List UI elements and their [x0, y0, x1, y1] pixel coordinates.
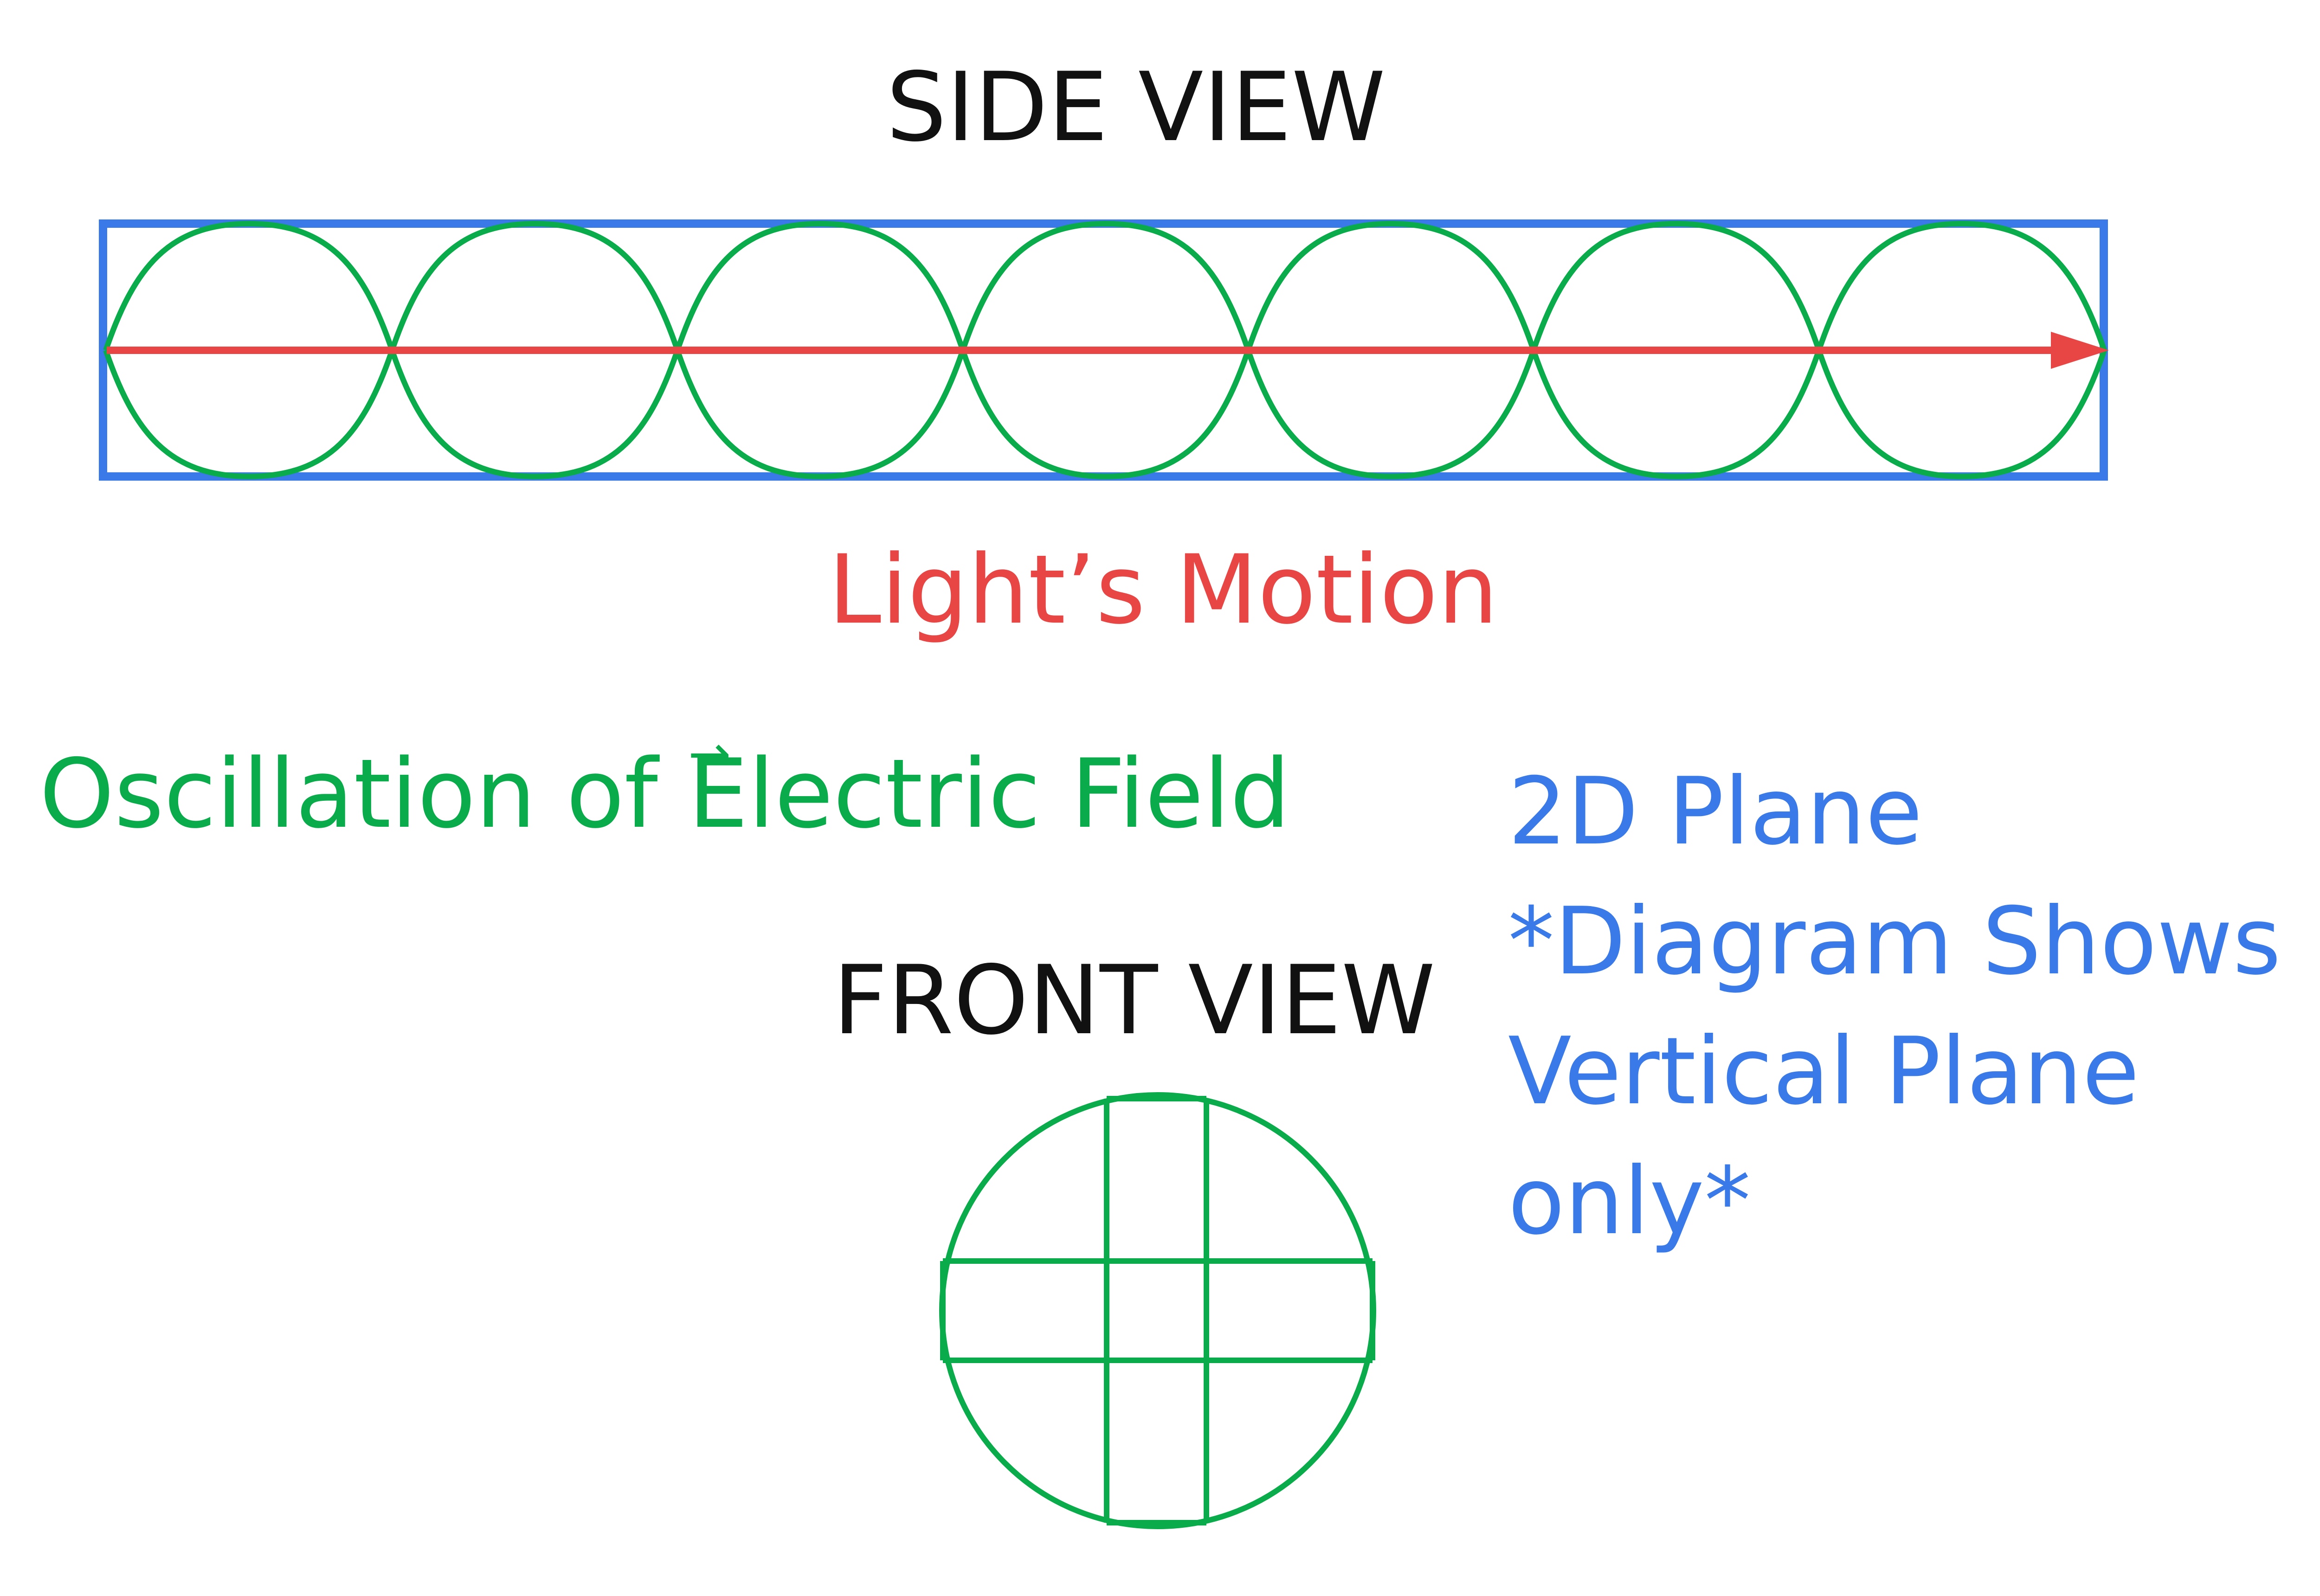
wave-lobe-upper	[1245, 220, 1536, 351]
wave-lobe-upper	[1816, 220, 2107, 351]
electric-field-label: Oscillation of ⇀Electric Field	[39, 728, 1290, 842]
electric-field-wave	[103, 220, 2107, 480]
plane-note-line: only*	[1508, 1147, 1751, 1255]
front-view-title: FRONT VIEW	[833, 946, 1436, 1056]
wave-lobe-upper	[103, 220, 395, 351]
vector-arrow-icon: ⇀	[688, 724, 731, 784]
plane-note-line: *Diagram Shows	[1508, 888, 2281, 996]
wave-lobe-upper	[389, 220, 680, 351]
plane-note-line: 2D Plane	[1508, 758, 1923, 866]
front-view-diagram	[939, 1092, 1376, 1529]
plane-note: 2D Plane *Diagram Shows Vertical Plane o…	[1508, 747, 2281, 1267]
electric-field-label-suffix: lectric Field	[748, 739, 1290, 849]
wave-lobe-lower	[1531, 349, 1822, 480]
front-view-circle	[939, 1092, 1376, 1529]
light-motion-label: Light’s Motion	[828, 535, 1498, 645]
electric-field-label-prefix: Oscillation of	[39, 739, 688, 849]
electric-field-vector-symbol: ⇀E	[688, 728, 748, 842]
wave-lobe-lower	[1245, 349, 1536, 480]
wave-lobe-lower	[103, 349, 395, 480]
wave-lobe-upper	[675, 220, 966, 351]
wave-lobe-upper	[960, 220, 1251, 351]
electric-field-vector-letter: E	[688, 739, 748, 849]
wave-lobe-lower	[960, 349, 1251, 480]
plane-note-line: Vertical Plane	[1508, 1017, 2140, 1126]
wave-lobe-lower	[389, 349, 680, 480]
light-motion-arrowhead	[2051, 332, 2109, 369]
side-view-title: SIDE VIEW	[886, 52, 1386, 163]
wave-lobe-lower	[1816, 349, 2107, 480]
wave-lobe-lower	[675, 349, 966, 480]
wave-lobe-upper	[1531, 220, 1822, 351]
